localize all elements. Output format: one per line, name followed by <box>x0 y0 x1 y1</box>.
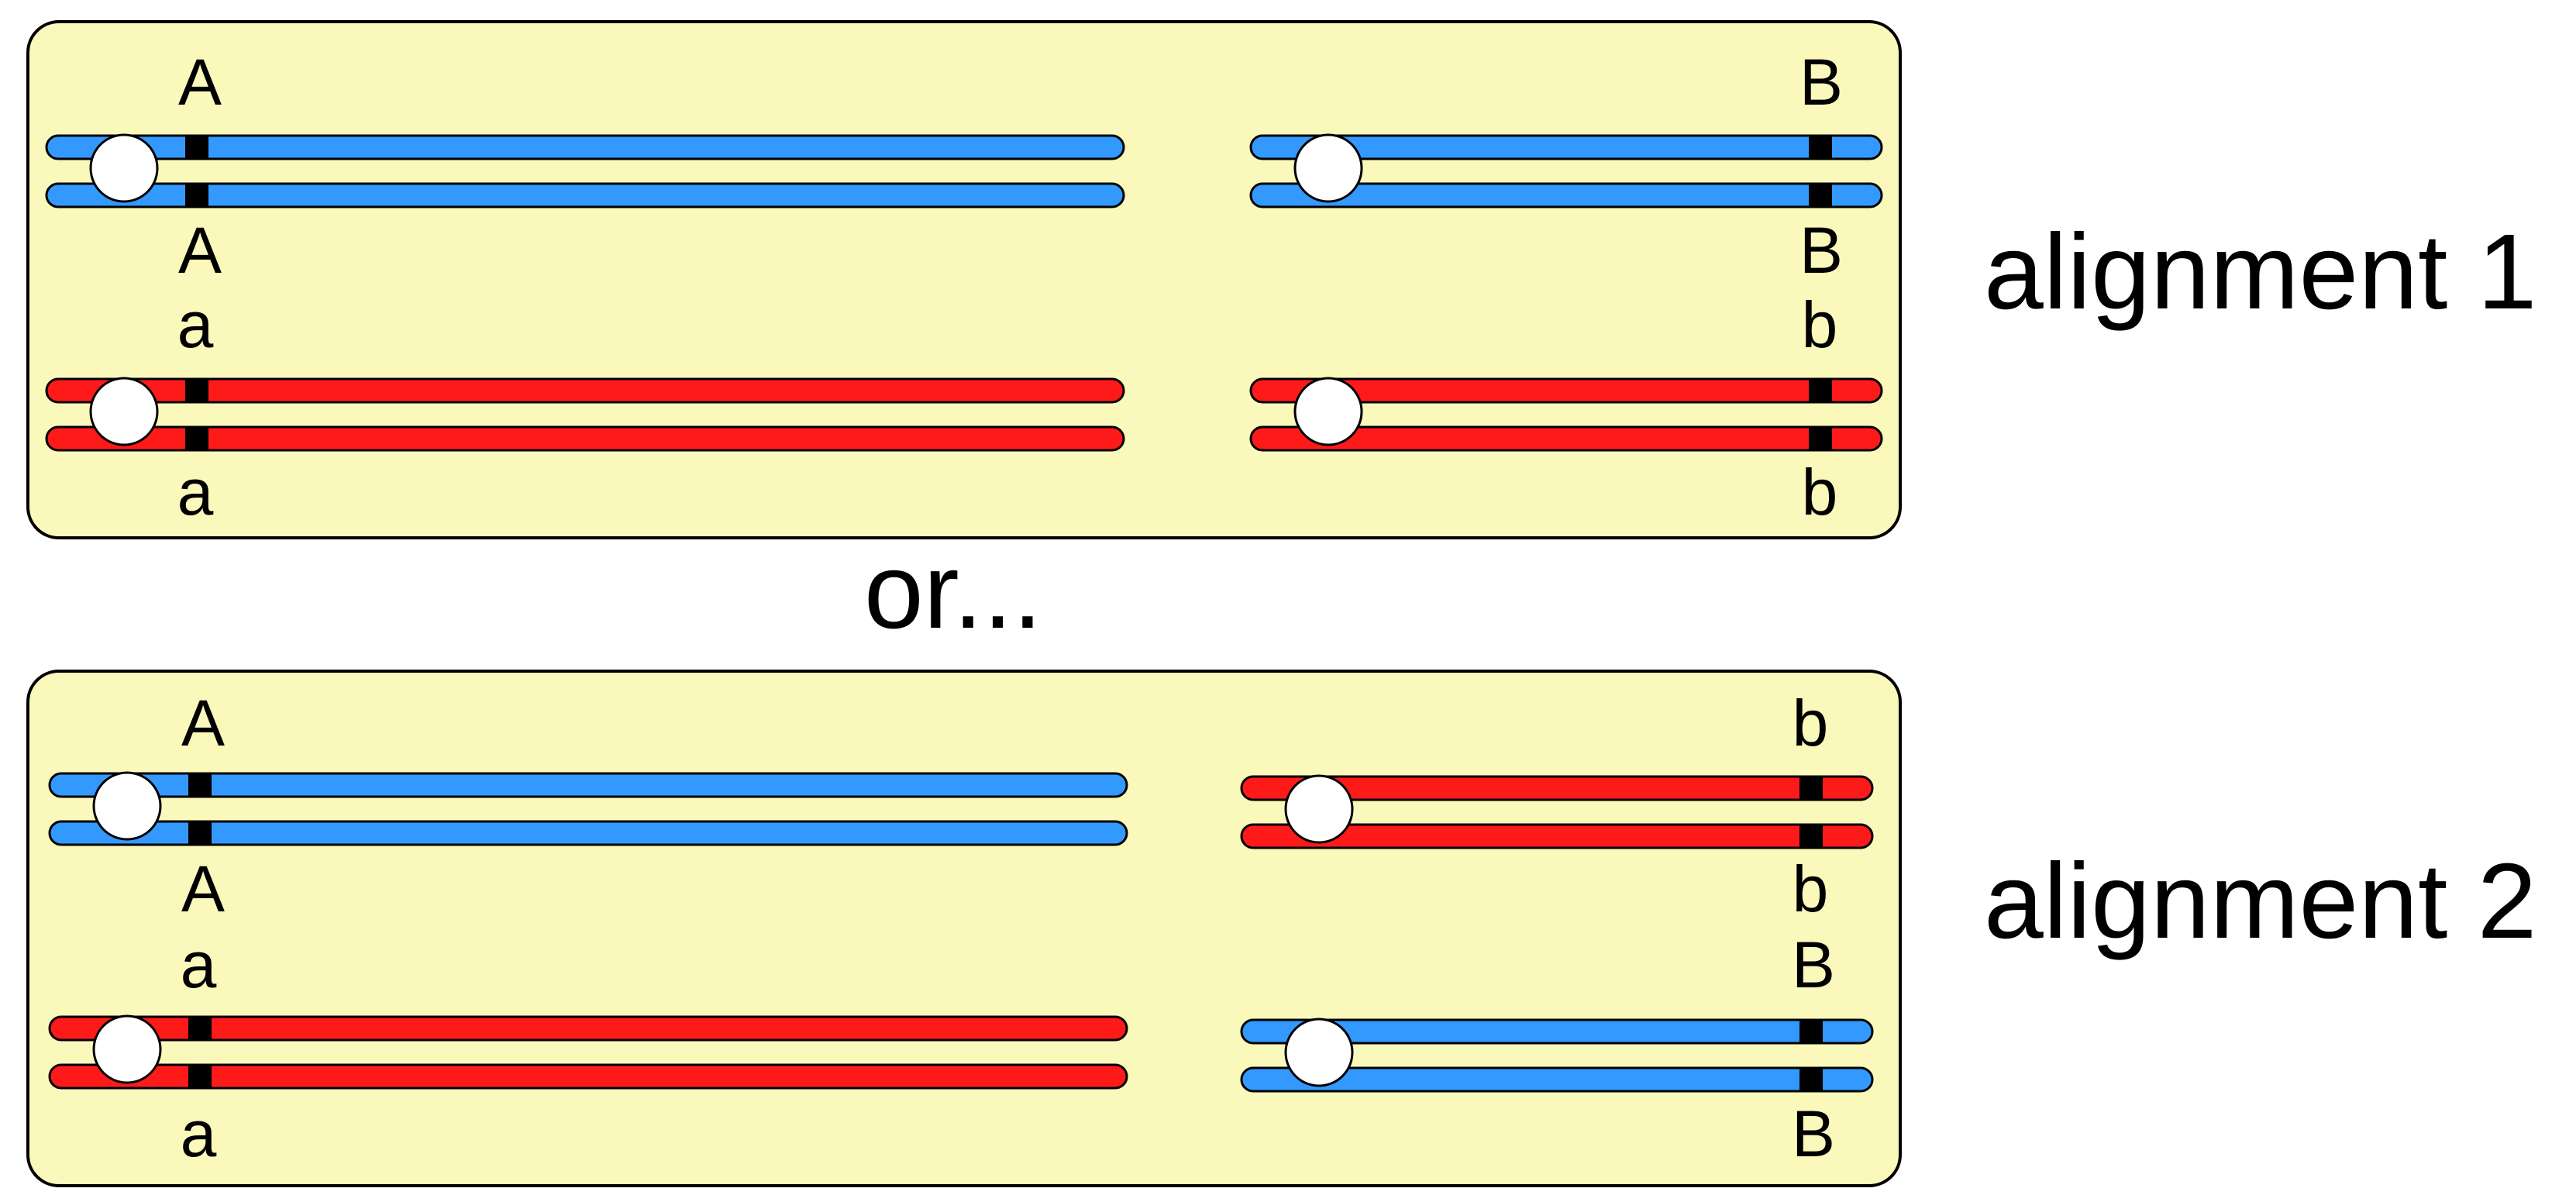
chromatid <box>1240 1066 1874 1093</box>
chromatid <box>48 820 1128 846</box>
allele-label: A <box>181 852 225 925</box>
allele-label: a <box>177 456 214 529</box>
chromosome-pair-left-top <box>48 771 1128 846</box>
allele-label: b <box>1802 288 1838 361</box>
centromere <box>1293 377 1363 446</box>
chromosome-pair-right-top <box>1249 133 1883 208</box>
centromere <box>89 133 159 203</box>
gene-locus-marker <box>1809 136 1832 159</box>
gene-locus-marker <box>188 1017 212 1040</box>
chromatid <box>1249 182 1883 208</box>
chromatid <box>1240 775 1874 801</box>
panel-caption: alignment 1 <box>1984 212 2536 332</box>
centromere <box>92 1014 162 1084</box>
allele-label: A <box>178 214 222 287</box>
gene-locus-marker <box>188 773 212 797</box>
chromosome-pair-left-top <box>45 133 1125 208</box>
gene-locus-marker <box>185 184 208 207</box>
chromosome-pair-right-bottom <box>1249 377 1883 452</box>
chromatid <box>1240 823 1874 849</box>
allele-label: b <box>1802 456 1838 529</box>
panel-caption: alignment 2 <box>1984 842 2536 961</box>
gene-locus-marker <box>1799 825 1823 848</box>
chromatid <box>48 1063 1128 1090</box>
chromatid <box>48 1015 1128 1042</box>
allele-label: B <box>1792 928 1835 1001</box>
gene-locus-marker <box>185 427 208 450</box>
panel-background <box>26 670 1902 1187</box>
allele-label: A <box>178 46 222 119</box>
allele-label: a <box>181 1097 217 1170</box>
centromere <box>92 771 162 841</box>
chromatid <box>45 182 1125 208</box>
allele-label: B <box>1799 46 1843 119</box>
panel-alignment-1: A A a a B B b b <box>26 20 1902 539</box>
gene-locus-marker <box>1809 427 1832 450</box>
gene-locus-marker <box>188 1065 212 1088</box>
centromere <box>1284 1018 1354 1087</box>
chromatid <box>1249 134 1883 160</box>
chromatid <box>45 377 1125 404</box>
chromosome-pair-right-bottom <box>1240 1018 1874 1093</box>
gene-locus-marker <box>1809 184 1832 207</box>
separator-text: or... <box>864 532 1042 651</box>
allele-label: b <box>1793 687 1829 759</box>
chromatid <box>1249 425 1883 452</box>
chromosome-pair-left-bottom <box>48 1014 1128 1090</box>
centromere <box>1293 133 1363 203</box>
gene-locus-marker <box>185 379 208 402</box>
chromatid <box>45 425 1125 452</box>
allele-label: B <box>1799 214 1843 287</box>
chromosome-pair-left-bottom <box>45 377 1125 452</box>
gene-locus-marker <box>188 821 212 845</box>
chromatid <box>1249 377 1883 404</box>
allele-label: a <box>177 288 214 361</box>
panel-background <box>26 20 1902 539</box>
gene-locus-marker <box>1799 1068 1823 1091</box>
chromatid <box>48 772 1128 798</box>
gene-locus-marker <box>1799 777 1823 800</box>
allele-label: B <box>1792 1097 1835 1170</box>
centromere <box>89 377 159 446</box>
allele-label: a <box>181 928 217 1001</box>
gene-locus-marker <box>185 136 208 159</box>
chromosome-pair-right-top <box>1240 774 1874 849</box>
chromatid <box>1240 1018 1874 1045</box>
allele-label: b <box>1793 852 1829 925</box>
chromatid <box>45 134 1125 160</box>
allele-label: A <box>181 687 225 759</box>
centromere <box>1284 774 1354 844</box>
panel-alignment-2: A A a a b b B B <box>26 670 1902 1187</box>
gene-locus-marker <box>1809 379 1832 402</box>
gene-locus-marker <box>1799 1020 1823 1043</box>
